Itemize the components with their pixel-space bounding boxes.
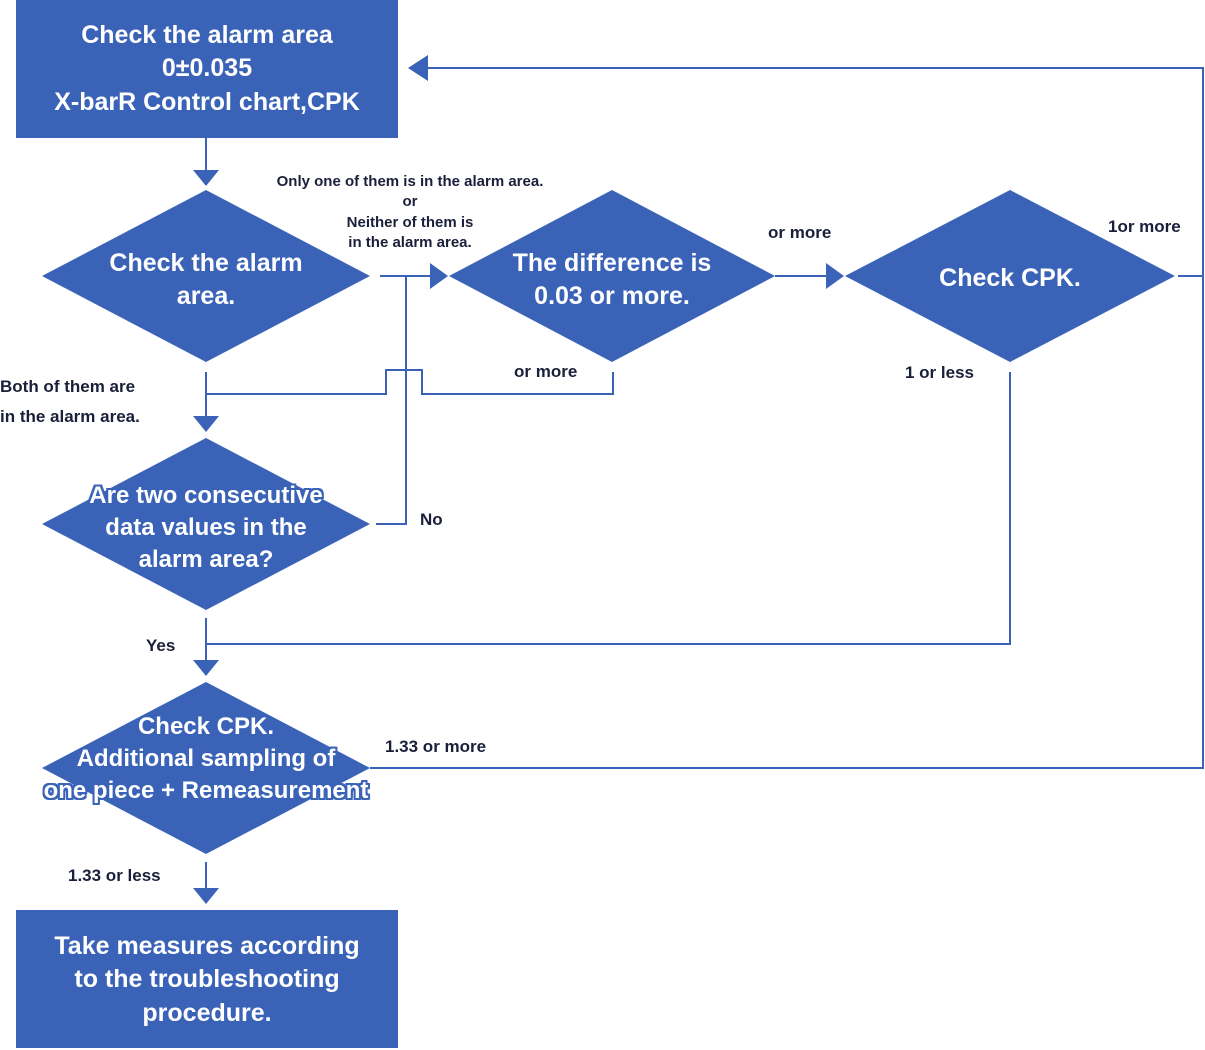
difference-line-1: The difference is <box>512 248 712 277</box>
additional-line-2: Additional sampling of <box>76 744 336 772</box>
additional-line-1: Check CPK. <box>137 712 275 740</box>
no-label: No <box>420 510 443 529</box>
arrow-into-cpk <box>826 263 844 289</box>
only-one-label: Only one of them is in the alarm area. o… <box>252 172 568 253</box>
difference-text: The difference is 0.03 or more. <box>470 245 754 315</box>
check-cpk-additional-diamond <box>42 682 370 854</box>
one-33-or-more-label: 1.33 or more <box>385 737 487 756</box>
consecutive-line-1: Are two consecutive <box>89 481 323 509</box>
arrow-into-additional <box>193 660 219 676</box>
both-line-2: in the alarm area. <box>0 407 140 426</box>
no-loop-line <box>376 276 407 525</box>
one-or-more-label: 1or more <box>1108 217 1181 236</box>
consecutive-diamond <box>42 438 370 610</box>
arrow-into-check <box>193 170 219 186</box>
one-33-or-less-label: 1.33 or less <box>68 866 161 885</box>
check-alarm-line-1: Check the alarm <box>109 248 303 277</box>
check-alarm-line-2: area. <box>176 282 236 310</box>
check-cpk-additional-text: Check CPK. Additional sampling of one pi… <box>10 706 402 812</box>
difference-line-2: 0.03 or more. <box>534 282 690 310</box>
take-measures-text: Take measures according to the troublesh… <box>16 924 398 1036</box>
check-cpk-right-text: Check CPK. <box>868 262 1152 296</box>
connector-lines <box>205 67 1204 890</box>
only-one-line-1: Only one of them is in the alarm area. <box>276 173 544 190</box>
measures-line-2: to the troubleshooting <box>74 965 340 994</box>
check-cpk-right-diamond <box>845 190 1175 362</box>
additional-line-3: one piece + Remeasurement <box>43 777 369 805</box>
difference-diamond <box>449 190 775 362</box>
arrow-into-difference <box>430 263 448 289</box>
difference-return-line <box>206 369 614 395</box>
consecutive-text: Are two consecutive data values in the a… <box>40 476 372 580</box>
only-one-line-4: in the alarm area. <box>348 233 472 251</box>
both-label: Both of them are in the alarm area. <box>0 372 140 432</box>
take-measures-box <box>16 910 398 1048</box>
additional-to-start-line <box>370 276 1204 769</box>
check-alarm-area-diamond <box>42 190 370 362</box>
start-line-2: 0±0.035 <box>161 54 253 83</box>
only-one-line-3: Neither of them is <box>346 213 474 231</box>
consecutive-line-2: data values in the <box>105 513 307 541</box>
arrow-into-start <box>408 55 428 81</box>
or-more-top-label: or more <box>768 223 832 242</box>
or-more-mid-label: or more <box>514 362 578 381</box>
start-line-3: X-barR Control chart,CPK <box>54 87 360 116</box>
both-line-1: Both of them are <box>0 377 136 396</box>
cpk-loop-back-line <box>428 67 1204 277</box>
check-cpk-right-line-1: Check CPK. <box>939 264 1081 293</box>
cpk-less-return-line <box>206 372 1011 645</box>
start-box-text: Check the alarm area 0±0.035 X-barR Cont… <box>16 12 398 126</box>
arrowheads <box>193 55 844 904</box>
measures-line-3: procedure. <box>142 998 272 1027</box>
only-one-line-2: or <box>402 193 418 211</box>
start-box <box>16 0 398 138</box>
arrow-into-measures <box>193 888 219 904</box>
measures-line-1: Take measures according <box>54 931 360 960</box>
arrow-into-consecutive <box>193 416 219 432</box>
check-alarm-area-text: Check the alarm area. <box>60 245 352 315</box>
start-line-1: Check the alarm area <box>81 20 333 49</box>
yes-label: Yes <box>146 636 176 655</box>
consecutive-line-3: alarm area? <box>138 546 274 574</box>
one-or-less-label: 1 or less <box>905 363 974 382</box>
